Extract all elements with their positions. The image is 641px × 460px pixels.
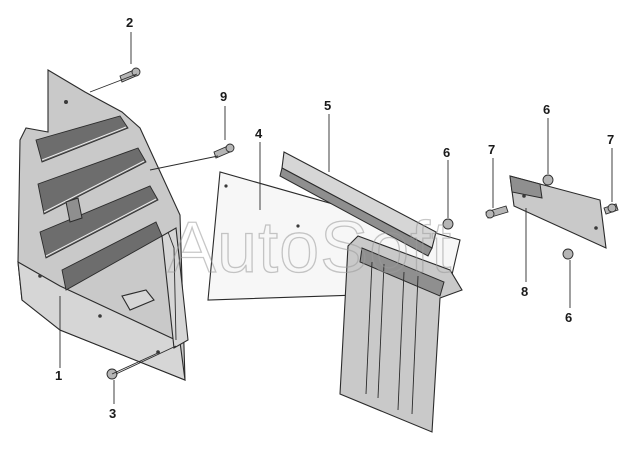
callout-6-left: 6 <box>443 145 450 160</box>
callout-9: 9 <box>220 89 227 104</box>
callout-2: 2 <box>126 15 133 30</box>
callout-7-left: 7 <box>488 142 495 157</box>
bolt-2 <box>119 67 141 83</box>
callout-3: 3 <box>109 406 116 421</box>
nut-6-left <box>442 218 454 230</box>
nut-6-top-right <box>542 174 554 186</box>
callout-4: 4 <box>255 126 263 141</box>
part-8-bracket <box>509 175 607 249</box>
bolt-7-left <box>485 205 509 219</box>
bolt-9 <box>213 143 235 159</box>
callout-1: 1 <box>55 368 62 383</box>
part-5-mudflap <box>279 151 463 433</box>
callout-6-bottom-right: 6 <box>565 310 572 325</box>
part-1-shield-panel <box>17 69 189 381</box>
bolt-7-right <box>603 203 619 215</box>
leader-lines <box>59 32 613 404</box>
callout-7-right: 7 <box>607 132 614 147</box>
callout-5: 5 <box>324 98 331 113</box>
autosoft-watermark: AutoSoft <box>168 208 452 288</box>
callout-6-top-right: 6 <box>543 102 550 117</box>
callout-8: 8 <box>521 284 528 299</box>
nut-6-bottom-right <box>562 248 574 260</box>
bolt-3 <box>106 351 161 380</box>
